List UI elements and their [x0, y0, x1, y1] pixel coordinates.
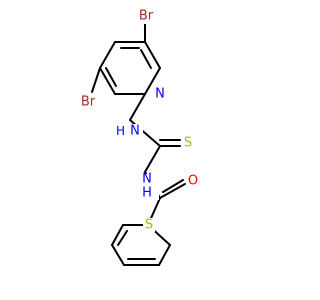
atom-s-thiophene: S: [143, 218, 155, 233]
atom-label: S: [145, 218, 153, 233]
atom-label: O: [188, 174, 198, 189]
atom-label: N: [130, 124, 140, 139]
atom-o: O: [186, 174, 199, 189]
bond: [158, 244, 171, 266]
atom-n-pyridine: N: [154, 87, 166, 102]
bond: [144, 41, 161, 69]
bond: [99, 41, 116, 69]
bond: [99, 67, 116, 95]
bond: [111, 244, 125, 266]
molecule-diagram: Br Br N H N S N H O S: [79, 9, 199, 266]
bond: [129, 93, 146, 121]
bond: [162, 179, 184, 193]
atom-s-thiocarbonyl: S: [182, 136, 194, 151]
atom-label: Br: [139, 9, 154, 24]
atom-label: Br: [81, 95, 96, 110]
atom-br-left: Br: [79, 95, 97, 110]
bond: [144, 67, 161, 95]
bond: [159, 183, 186, 199]
bond: [144, 145, 161, 173]
bond: [117, 230, 128, 246]
bond: [140, 49, 152, 69]
bond: [91, 67, 101, 93]
bond: [111, 224, 124, 246]
atom-br-top: Br: [137, 9, 155, 24]
atom-label-h: H: [142, 186, 152, 201]
atom-nh-2: N H: [135, 172, 159, 201]
atom-label: S: [184, 136, 192, 151]
atom-nh-1: H N: [115, 124, 143, 139]
atom-label: N: [142, 172, 152, 187]
atom-label-h: H: [116, 124, 125, 138]
thiophene-ring: [111, 197, 171, 266]
bond: [105, 67, 117, 87]
atom-label: N: [155, 87, 165, 102]
pyridine-ring: [99, 41, 161, 95]
